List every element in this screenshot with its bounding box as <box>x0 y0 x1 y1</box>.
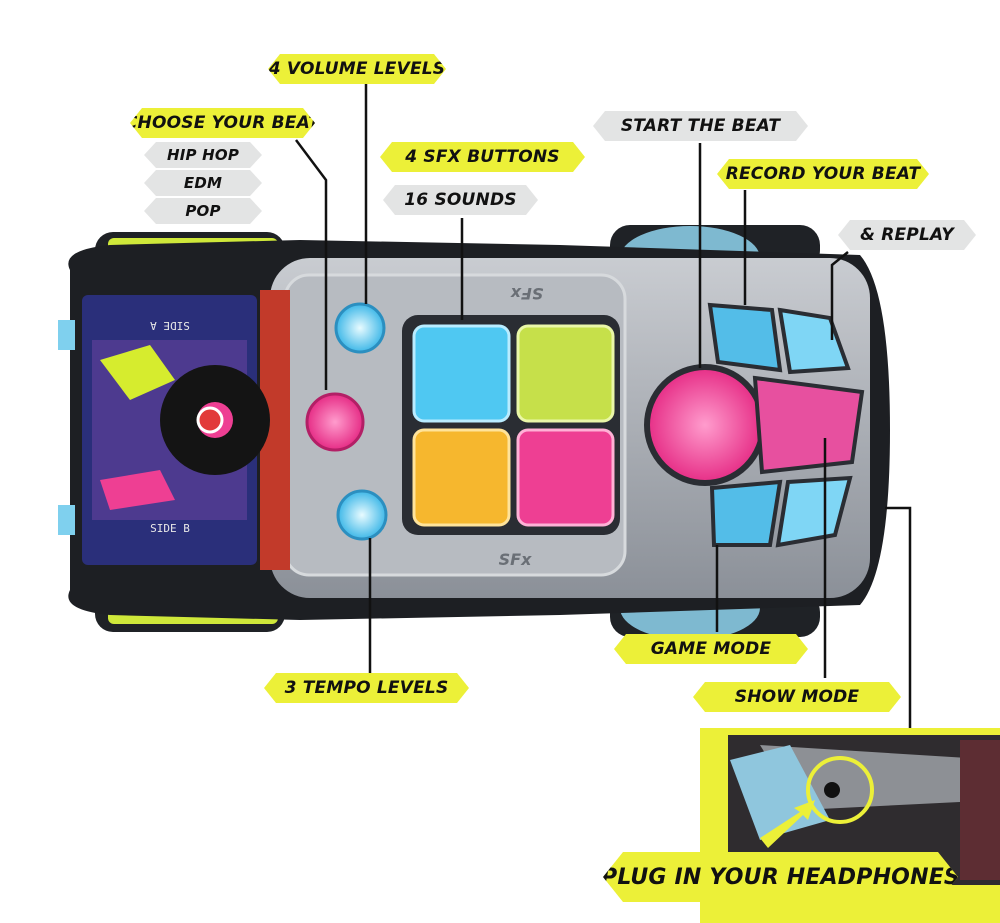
genre-pop-label: POP <box>144 198 262 224</box>
show-mode-button[interactable] <box>752 375 865 475</box>
sfx-top-label: SFx <box>510 284 543 303</box>
genre-edm-label: EDM <box>144 170 262 196</box>
sfx-pad-blue[interactable] <box>412 324 511 423</box>
beat-screen: SIDE A SIDE B <box>82 295 270 565</box>
genre-hiphop-label: HIP HOP <box>144 142 262 168</box>
knobs <box>305 302 388 541</box>
headphones-callout: PLUG IN YOUR HEADPHONES <box>603 852 958 902</box>
record-beat-callout: RECORD YOUR BEAT <box>717 159 929 189</box>
leader-lines <box>295 84 912 728</box>
sfx-pad-pink[interactable] <box>516 428 615 527</box>
replay-callout: & REPLAY <box>838 220 976 250</box>
right-controls <box>644 302 865 548</box>
sfx-buttons-callout: 4 SFX BUTTONS <box>380 142 585 172</box>
show-mode-callout: SHOW MODE <box>693 682 901 712</box>
start-beat-callout: START THE BEAT <box>593 111 808 141</box>
sfx-pad-grid <box>402 315 620 535</box>
side-b-label: SIDE B <box>150 522 190 535</box>
start-beat-button[interactable] <box>644 364 766 486</box>
sfx-pad-green[interactable] <box>516 324 615 423</box>
volume-levels-callout: 4 VOLUME LEVELS <box>268 54 446 84</box>
choose-beat-callout: CHOOSE YOUR BEAT <box>130 108 315 138</box>
headphone-jack[interactable] <box>824 782 840 798</box>
headphone-jack-highlight <box>806 756 874 824</box>
arrow-icon <box>760 800 815 848</box>
record-button[interactable] <box>707 302 783 373</box>
game-mode-callout: GAME MODE <box>614 634 808 664</box>
brand-logo-icon <box>196 406 224 434</box>
sounds-callout: 16 SOUNDS <box>383 185 538 215</box>
sfx-pad-orange[interactable] <box>412 428 511 527</box>
volume-knob[interactable] <box>334 302 386 354</box>
game-mode-button[interactable] <box>709 479 783 547</box>
tempo-levels-callout: 3 TEMPO LEVELS <box>264 673 469 703</box>
tempo-knob[interactable] <box>336 489 388 541</box>
sfx-bottom-label: SFx <box>499 550 532 569</box>
beat-select-knob[interactable] <box>305 392 365 452</box>
side-a-label: SIDE A <box>150 319 190 332</box>
